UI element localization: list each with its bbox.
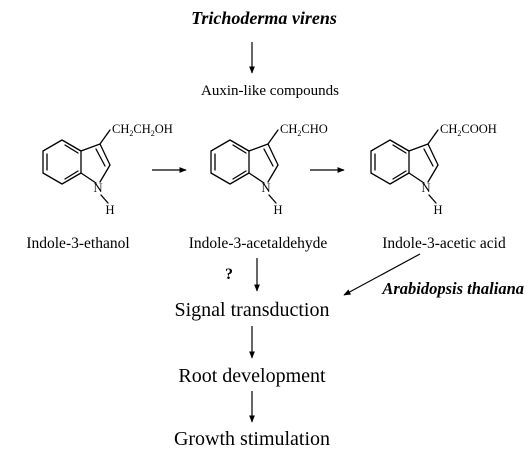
indole-ring-structure xyxy=(370,129,439,185)
fungus-name: Trichoderma virens xyxy=(191,8,337,28)
side-chain-formula: CH2CHO xyxy=(280,122,328,138)
hydrogen-atom: H xyxy=(273,203,282,217)
side-chain-formula: CH2COOH xyxy=(440,122,497,138)
step-signal-transduction: Signal transduction xyxy=(175,299,330,321)
nitrogen-atom: N xyxy=(421,181,430,195)
unknown-mechanism-mark: ? xyxy=(225,266,233,283)
step-growth-stimulation: Growth stimulation xyxy=(174,428,330,450)
side-chain-formula: CH2CH2OH xyxy=(112,122,173,138)
molecule-name-indole-3-acetaldehyde: Indole-3-acetaldehyde xyxy=(189,235,328,252)
molecule-indole-3-acetic-acid: CH2COOH N H xyxy=(370,122,497,217)
nitrogen-atom: N xyxy=(261,181,270,195)
nitrogen-atom: N xyxy=(93,181,102,195)
molecule-indole-3-acetaldehyde: CH2CHO N H xyxy=(210,122,328,217)
plant-name: Arabidopsis thaliana xyxy=(381,279,524,298)
indole-ring-structure xyxy=(210,129,279,185)
molecule-indole-3-ethanol: CH2CH2OH N H xyxy=(42,122,173,217)
hydrogen-atom: H xyxy=(105,203,114,217)
molecule-name-indole-3-acetic-acid: Indole-3-acetic acid xyxy=(382,235,506,252)
indole-ring-structure xyxy=(42,129,111,185)
molecule-name-indole-3-ethanol: Indole-3-ethanol xyxy=(26,235,129,252)
arrow-acetic-acid-to-signal xyxy=(343,253,421,296)
step-root-development: Root development xyxy=(178,365,326,387)
auxin-compounds-label: Auxin-like compounds xyxy=(201,83,339,99)
hydrogen-atom: H xyxy=(433,203,442,217)
